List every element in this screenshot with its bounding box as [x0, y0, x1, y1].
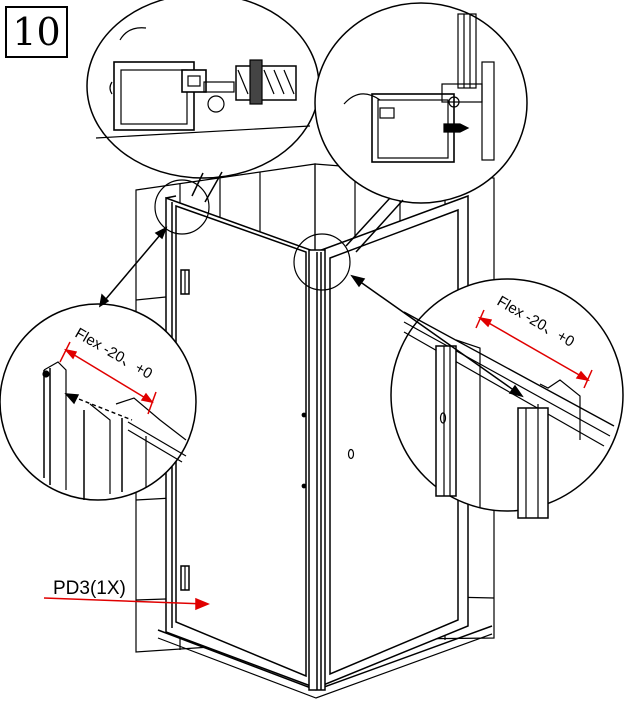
handle-point-upper	[301, 412, 307, 418]
flex-dimension-right	[475, 309, 593, 389]
part-pointer-line	[43, 597, 210, 611]
callout-marker-left	[154, 179, 210, 235]
part-code-label: PD3(1X)	[53, 578, 126, 599]
flex-dimension-left	[59, 341, 157, 415]
callout-marker-center	[293, 233, 351, 291]
panel-hole	[347, 448, 355, 460]
slide-arrow-left	[64, 393, 133, 421]
zoom-circle-right	[390, 278, 624, 519]
connector-arrow-left	[98, 226, 168, 308]
detail-bubble-top-left	[86, 0, 320, 203]
detail-bubble-top-right	[314, 2, 528, 253]
hinge-top	[180, 269, 190, 295]
hinge-bottom	[180, 565, 190, 591]
corner-post	[308, 249, 326, 691]
step-number-box: 10	[5, 6, 68, 58]
connector-arrow-right	[350, 274, 524, 398]
zoom-circle-left	[0, 303, 197, 501]
handle-point-lower	[301, 483, 307, 489]
